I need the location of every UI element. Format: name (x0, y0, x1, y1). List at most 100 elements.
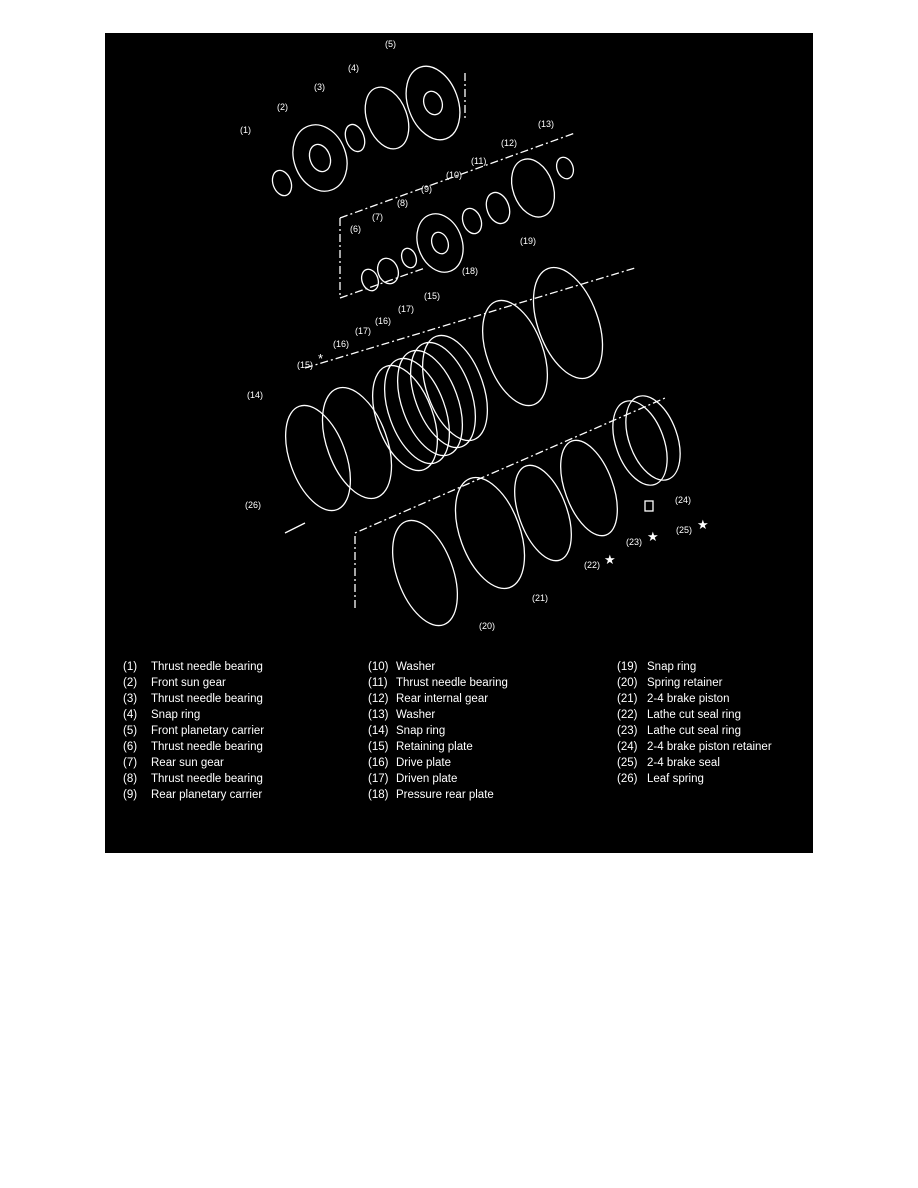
legend-label: Snap ring (151, 709, 201, 721)
callout-10: (10) (446, 170, 463, 180)
brake-piston-parts (284, 395, 681, 627)
legend-item: (2) Front sun gear (123, 675, 264, 691)
legend-item: (23) Lathe cut seal ring (617, 723, 772, 739)
legend-item: (16)Drive plate (368, 755, 508, 771)
legend-number: (21) (617, 693, 638, 705)
legend-number: (17) (368, 773, 389, 785)
legend-number: (6) (123, 741, 138, 753)
callout-12: (12) (501, 138, 518, 148)
callout-14: (14) (247, 390, 264, 400)
legend-label: Snap ring (647, 661, 697, 673)
legend-number: (13) (368, 709, 389, 721)
legend-item: (1)Thrust needle bearing (123, 659, 264, 675)
callout-19: (19) (520, 236, 537, 246)
legend-label: Retaining plate (396, 741, 473, 753)
legend-label: 2-4 brake piston retainer (647, 741, 772, 753)
legend-item: (21)2-4 brake piston (617, 691, 772, 707)
legend-label: Thrust needle bearing (151, 661, 263, 673)
legend-number: (14) (368, 725, 389, 737)
legend-number: (18) (368, 789, 389, 801)
callout-15-upper: (15) (424, 291, 441, 301)
exploded-parts-drawing (271, 65, 681, 627)
legend-item: (8)Thrust needle bearing (123, 771, 264, 787)
legend-column-1: (1)Thrust needle bearing (2) Front sun gea… (123, 659, 264, 803)
star-mark-25: ★ (697, 517, 709, 532)
legend-item: (3)Thrust needle bearing (123, 691, 264, 707)
legend-label: Rear planetary carrier (151, 789, 263, 801)
legend-item: (10)Washer (368, 659, 508, 675)
legend-number: (24) (617, 741, 638, 753)
rear-group-parts (339, 132, 576, 299)
callout-13: (13) (538, 119, 555, 129)
callout-21: (21) (532, 593, 549, 603)
legend-number: (20) (617, 677, 638, 689)
clutch-pack-parts (285, 266, 636, 512)
legend-item: (18) Pressure rear plate (368, 787, 508, 803)
legend-item: (22)Lathe cut seal ring (617, 707, 772, 723)
legend-number: (22) (617, 709, 638, 721)
callout-18: (18) (462, 266, 479, 276)
legend-item: (24) 2-4 brake piston retainer (617, 739, 772, 755)
callout-4: (4) (348, 63, 359, 73)
legend-label: Front planetary carrier (151, 725, 265, 737)
legend-label: Thrust needle bearing (396, 677, 508, 689)
legend-label: 2-4 brake seal (647, 757, 720, 769)
legend-item: (19) Snap ring (617, 659, 772, 675)
callout-17-upper: (17) (398, 304, 415, 314)
legend-item: (9) Rear planetary carrier (123, 787, 264, 803)
legend-label: Snap ring (396, 725, 446, 737)
legend-item: (26) Leaf spring (617, 771, 772, 787)
legend-label: Driven plate (396, 773, 458, 785)
callout-22: (22) (584, 560, 601, 570)
legend-label: Thrust needle bearing (151, 741, 263, 753)
callout-6: (6) (350, 224, 361, 234)
callout-15-lower: (15) (297, 360, 314, 370)
legend-number: (7) (123, 757, 138, 769)
legend-number: (19) (617, 661, 638, 673)
legend-item: (13) Washer (368, 707, 508, 723)
legend-item: (6) Thrust needle bearing (123, 739, 264, 755)
legend-number: (26) (617, 773, 638, 785)
legend-number: (12) (368, 693, 389, 705)
legend-item: (14) Snap ring (368, 723, 508, 739)
legend-number: (15) (368, 741, 389, 753)
legend-number: (11) (368, 677, 388, 689)
legend-number: (4) (123, 709, 138, 721)
legend-label: Thrust needle bearing (151, 773, 263, 785)
legend-label: Rear sun gear (151, 757, 224, 769)
legend-item: (17) Driven plate (368, 771, 508, 787)
callout-24: (24) (675, 495, 692, 505)
legend-label: Leaf spring (647, 773, 704, 785)
legend-number: (23) (617, 725, 638, 737)
legend-item: (25)2-4 brake seal (617, 755, 772, 771)
legend-label: Washer (396, 709, 436, 721)
callout-8: (8) (397, 198, 408, 208)
legend-item: (12) Rear internal gear (368, 691, 508, 707)
legend-column-2: (10)Washer (11) Thrust needle bearing (12) R… (368, 659, 508, 803)
legend-label: Pressure rear plate (396, 789, 494, 801)
callout-16-upper: (16) (375, 316, 392, 326)
legend-label: Washer (396, 661, 436, 673)
legend-label: Front sun gear (151, 677, 226, 689)
legend-item: (20)Spring retainer (617, 675, 772, 691)
legend-label: Lathe cut seal ring (647, 725, 741, 737)
callout-23: (23) (626, 537, 643, 547)
callout-1: (1) (240, 125, 251, 135)
legend-column-3: (19)Snap ring(20)Spring retainer(21)2-4 … (617, 659, 772, 787)
callout-2: (2) (277, 102, 288, 112)
legend-number: (2) (123, 677, 138, 689)
front-group-parts (271, 65, 466, 197)
legend-label: Thrust needle bearing (151, 693, 263, 705)
callout-20: (20) (479, 621, 496, 631)
callout-11: (11) (471, 156, 487, 166)
legend-number: (9) (123, 789, 138, 801)
asterisk-mark: * (318, 351, 324, 366)
legend-label: Rear internal gear (396, 693, 489, 705)
callout-3: (3) (314, 82, 325, 92)
callout-9: (9) (421, 184, 432, 194)
legend-item: (7) Rear sun gear (123, 755, 264, 771)
callout-17-lower: (17) (355, 326, 372, 336)
callout-5: (5) (385, 39, 396, 49)
exploded-view-figure: (5) (4) (3) (2) (1) (13) (12) (11) (10) … (105, 33, 813, 853)
legend-item: (15) Retaining plate (368, 739, 508, 755)
